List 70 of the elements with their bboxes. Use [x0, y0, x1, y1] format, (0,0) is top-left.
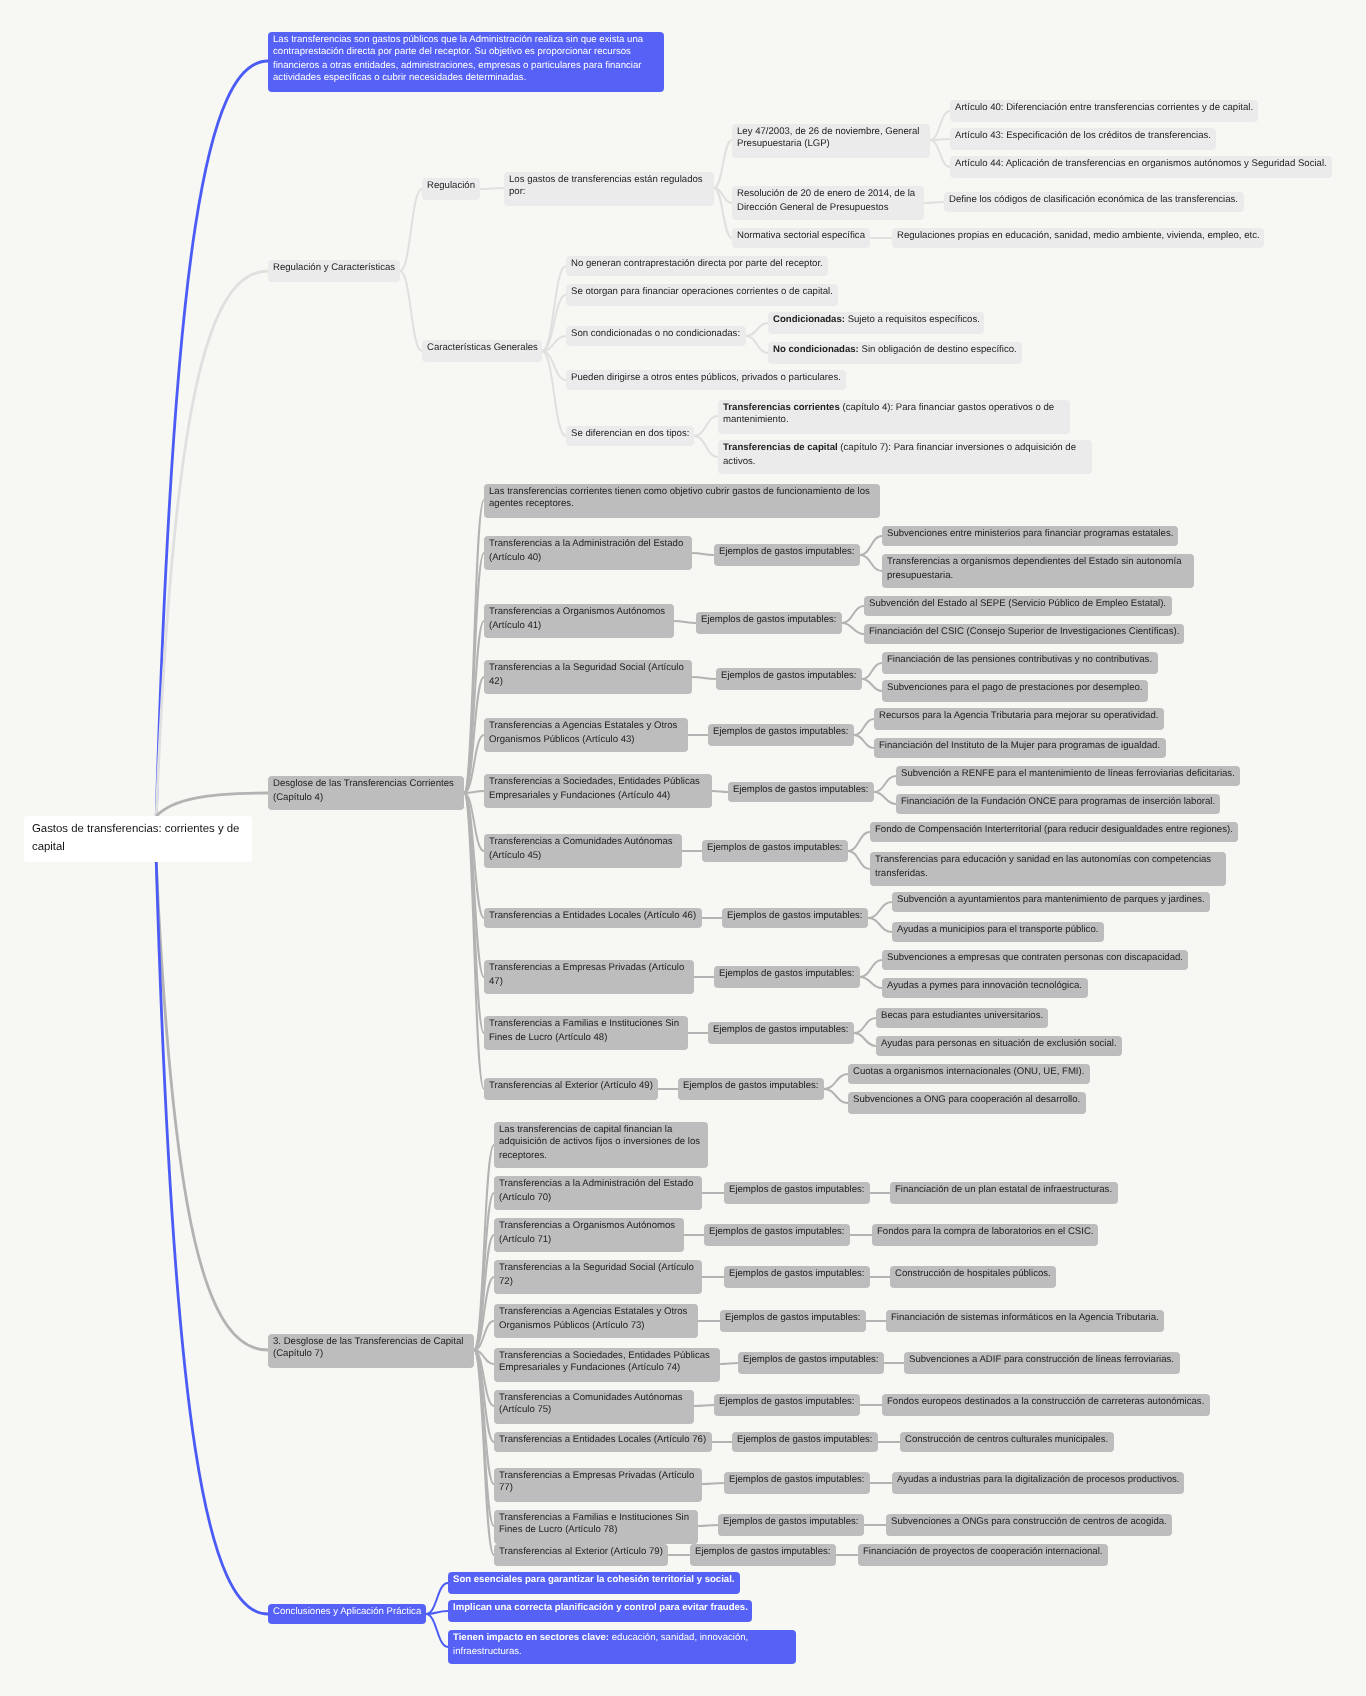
- connector-line: [823, 1088, 849, 1104]
- connector-line: [841, 605, 865, 624]
- connector-line: [463, 790, 485, 794]
- connector-line: [463, 734, 485, 794]
- connector-line: [867, 901, 893, 919]
- connector-line: [657, 1088, 679, 1090]
- connector-line: [463, 676, 485, 794]
- connector-line: [853, 1017, 877, 1034]
- connector-line: [473, 1276, 495, 1351]
- connector-line: [883, 1362, 905, 1364]
- connector-line: [711, 790, 729, 793]
- connector-line: [849, 1234, 873, 1236]
- connector-line: [869, 1482, 893, 1484]
- connector-line: [853, 734, 875, 749]
- connector-line: [463, 792, 485, 1090]
- connector-line: [463, 552, 485, 794]
- connector-line: [667, 1554, 691, 1556]
- connector-line: [859, 1404, 883, 1406]
- connector-line: [473, 1349, 495, 1407]
- connector-line: [683, 1234, 705, 1236]
- connector-line: [691, 676, 717, 680]
- connector-line: [463, 792, 485, 852]
- connector-line: [719, 1362, 739, 1365]
- connector-line: [711, 1441, 733, 1443]
- connector-line: [701, 1192, 725, 1194]
- connector-line: [693, 976, 715, 978]
- connector-line: [463, 792, 485, 919]
- connector-line: [873, 791, 897, 805]
- connector-line: [154, 861, 269, 1616]
- connector-line: [877, 1441, 901, 1443]
- connector-line: [859, 959, 883, 978]
- connector-line: [473, 1320, 495, 1351]
- connector-line: [863, 1524, 887, 1526]
- connector-line: [425, 1610, 449, 1615]
- connector-line: [701, 1482, 725, 1485]
- connector-line: [463, 792, 485, 1034]
- connector-line: [473, 1192, 495, 1351]
- connector-line: [697, 1320, 721, 1322]
- connector-line: [853, 1032, 877, 1047]
- connector-line: [865, 1320, 887, 1322]
- connector-line: [155, 791, 268, 818]
- connector-line: [681, 850, 703, 852]
- connector-line: [873, 775, 897, 793]
- connector-line: [835, 1554, 859, 1556]
- connector-line: [861, 662, 883, 680]
- connector-line: [859, 554, 883, 572]
- connector-line: [687, 1032, 709, 1034]
- connector-line: [859, 976, 883, 989]
- connector-line: [473, 1349, 495, 1365]
- connector-line: [859, 535, 883, 556]
- connector-line: [869, 1192, 891, 1194]
- connector-line: [425, 1582, 449, 1615]
- connector-line: [687, 734, 709, 736]
- connector-line: [425, 1613, 449, 1648]
- connector-line: [869, 1276, 891, 1278]
- connector-line: [823, 1073, 849, 1090]
- connector-line: [154, 269, 269, 817]
- connector-line: [691, 552, 715, 556]
- connector-line: [693, 1404, 715, 1407]
- connector-line: [853, 718, 875, 736]
- connector-line: [847, 850, 871, 870]
- connector-line: [697, 1524, 719, 1527]
- connector-line: [861, 678, 883, 692]
- connector-line: [673, 620, 697, 624]
- connector-line: [701, 1276, 725, 1278]
- connector-line: [701, 917, 723, 919]
- connector-line: [867, 917, 893, 933]
- connector-line: [463, 499, 485, 794]
- connector-line: [847, 831, 871, 852]
- connector-line: [841, 622, 865, 635]
